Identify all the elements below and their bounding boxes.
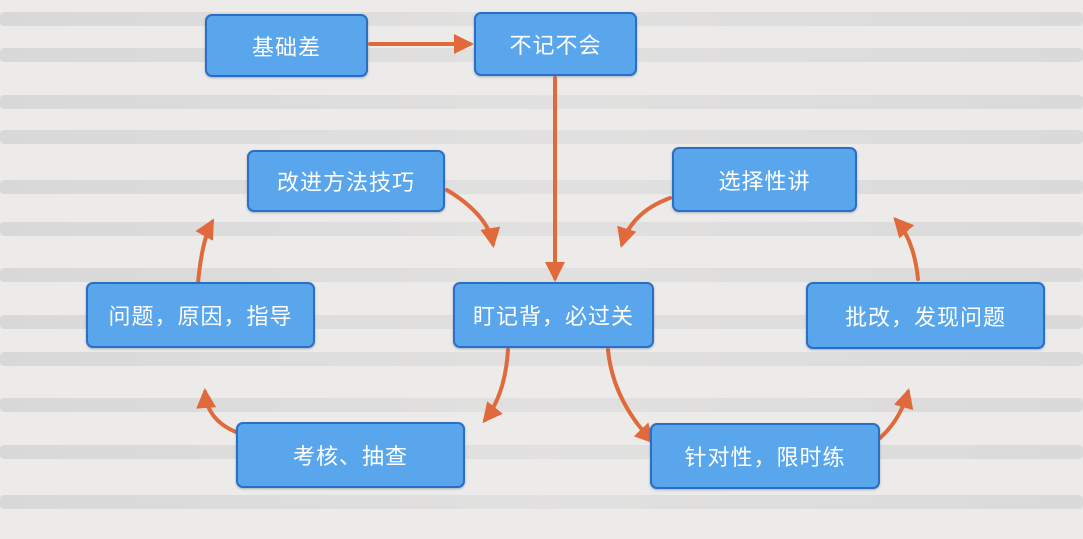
arrow-left-cycle-bottom-left xyxy=(196,388,238,434)
arrow-right-cycle-bottom-right xyxy=(878,388,914,440)
arrow-right-cycle-top-left xyxy=(617,196,672,248)
node-correct-find-problems: 批改，发现问题 xyxy=(806,282,1045,349)
arrow-right-cycle-top-right xyxy=(893,217,920,281)
node-targeted-timed-practice: 针对性，限时练 xyxy=(650,423,880,489)
node-problems-causes-guidance: 问题，原因，指导 xyxy=(86,282,315,348)
node-improve-methods: 改进方法技巧 xyxy=(247,150,445,212)
node-weak-foundation: 基础差 xyxy=(205,14,368,77)
node-selective-teaching: 选择性讲 xyxy=(672,147,857,212)
arrow-left-cycle-top-left xyxy=(195,218,214,285)
node-assess-spot-check: 考核、抽查 xyxy=(236,422,465,488)
arrow-left-cycle-bottom-right xyxy=(482,348,510,424)
arrow-left-cycle-top-right xyxy=(445,188,501,248)
arrow-right-cycle-bottom-left xyxy=(606,348,655,444)
node-memorize-must-pass: 盯记背，必过关 xyxy=(453,282,654,348)
node-cant-remember: 不记不会 xyxy=(474,12,637,76)
